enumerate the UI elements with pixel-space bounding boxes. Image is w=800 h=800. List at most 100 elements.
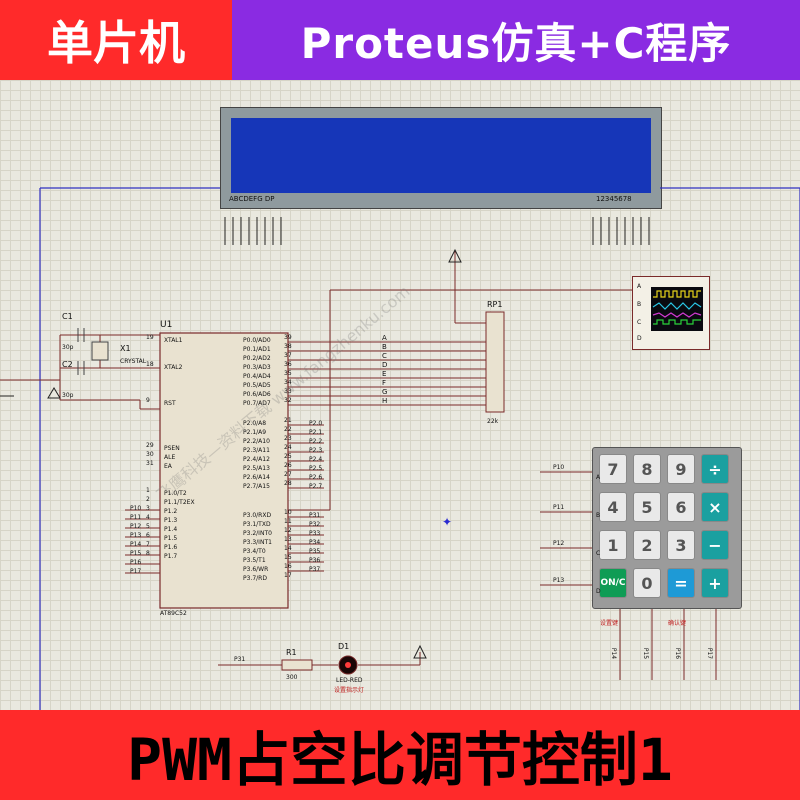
pin-label: P3.5/T1 (243, 557, 266, 564)
pin-label: P3.6/WR (243, 566, 269, 573)
pin-number: 36 (284, 361, 292, 368)
rp1-ref: RP1 (487, 300, 503, 309)
bus-label: C (382, 352, 387, 360)
pin-label: P1.0/T2 (164, 490, 187, 497)
net-label: P35 (309, 548, 321, 555)
pin-number: 7 (146, 541, 150, 548)
key-6[interactable]: 6 (667, 492, 695, 522)
keypad-col-net: P17 (706, 647, 714, 660)
net-label: P2.1 (309, 429, 323, 436)
key-equals[interactable]: = (667, 568, 695, 598)
pin-label: P0.1/AD1 (243, 346, 271, 353)
lcd-display: ABCDEFG DP 12345678 (220, 107, 662, 209)
key-on-clear[interactable]: ON/C (599, 568, 627, 598)
key-2[interactable]: 2 (633, 530, 661, 560)
c1-label: C1 (62, 312, 73, 321)
keypad-row-net: P12 (553, 540, 565, 547)
bus-label: F (382, 379, 387, 387)
pin-number: 23 (284, 435, 292, 442)
net-label: P2.3 (309, 447, 323, 454)
key-0[interactable]: 0 (633, 568, 661, 598)
pin-number: 18 (146, 361, 154, 368)
net-label: P12 (130, 523, 142, 530)
net-label: P14 (130, 541, 142, 548)
p3-net-labels: P31 P32 P33 P34 P35 P36 P37 (309, 511, 320, 574)
pin-label: P2.1/A9 (243, 429, 267, 436)
pin-number: 2 (146, 496, 150, 503)
top-banner: 单片机 Proteus仿真+C程序 (0, 0, 800, 80)
key-8[interactable]: 8 (633, 454, 661, 484)
pin-label: P3.0/RXD (243, 512, 272, 519)
c1-value: 30p (62, 344, 74, 351)
keypad-row-net: P10 (553, 464, 565, 471)
footer-title: PWM占空比调节控制1 (0, 710, 800, 800)
keypad-row-label: C (596, 550, 601, 557)
pin-label: XTAL2 (164, 364, 183, 371)
key-4[interactable]: 4 (599, 492, 627, 522)
bus-label: A (382, 334, 387, 342)
pin-number: 17 (284, 572, 292, 579)
pin-number: 32 (284, 397, 292, 404)
pin-number: 27 (284, 471, 292, 478)
schematic-wires: ✦ (0, 187, 800, 710)
net-label: P11 (130, 514, 142, 521)
oscilloscope[interactable]: A B C D (632, 276, 710, 350)
key-9[interactable]: 9 (667, 454, 695, 484)
key-divide[interactable]: ÷ (701, 454, 729, 484)
pin-number: 4 (146, 514, 150, 521)
key-7[interactable]: 7 (599, 454, 627, 484)
net-label: P36 (309, 557, 321, 564)
schematic-canvas[interactable]: ABCDEFG DP 12345678 (0, 80, 800, 710)
bus-label: G (382, 388, 388, 396)
pin-number: 11 (284, 518, 292, 525)
keypad-row-label: B (596, 512, 601, 519)
bus-labels: A B C D E F G H (382, 334, 387, 406)
mcu-left-pins: XTAL1 XTAL2 RST PSEN ALE EA P1.0/T2 P1.1… (164, 336, 195, 561)
pin-label: P0.5/AD5 (243, 382, 271, 389)
pin-number: 1 (146, 487, 150, 494)
pin-label: P1.4 (164, 526, 178, 533)
p2-net-labels: P2.0 P2.1 P2.2 P2.3 P2.4 P2.5 P2.6 P2.7 (309, 419, 322, 491)
pin-label: P3.4/T0 (243, 548, 266, 555)
net-label: P2.4 (309, 456, 323, 463)
pin-label: ALE (164, 454, 176, 461)
keypad-row-label: D (596, 588, 601, 595)
pin-label: P0.3/AD3 (243, 364, 271, 371)
lcd-left-caption: ABCDEFG DP (229, 195, 275, 203)
d1-part: LED-RED (336, 677, 363, 684)
bus-label: H (382, 397, 388, 405)
keypad-col-net: P14 (610, 647, 618, 660)
pin-number: 3 (146, 505, 150, 512)
keypad-row-net: P13 (553, 577, 565, 584)
keypad-note-set: 设置键 (600, 620, 619, 627)
key-multiply[interactable]: × (701, 492, 729, 522)
mcu-ref: U1 (160, 320, 173, 330)
pin-label: P1.5 (164, 535, 178, 542)
pin-label: P3.7/RD (243, 575, 267, 582)
pin-number: 34 (284, 379, 292, 386)
key-plus[interactable]: + (701, 568, 729, 598)
pin-label: P2.0/A8 (243, 420, 267, 427)
pin-number: 8 (146, 550, 150, 557)
oscilloscope-waveform (652, 290, 702, 325)
key-3[interactable]: 3 (667, 530, 695, 560)
c2-label: C2 (62, 360, 73, 369)
rp1-value: 22k (487, 418, 499, 425)
pin-number: 39 (284, 334, 292, 341)
mcu-right-pins: P0.0/AD0 P0.1/AD1 P0.2/AD2 P0.3/AD3 P0.4… (243, 336, 272, 583)
bus-label: D (382, 361, 388, 369)
key-5[interactable]: 5 (633, 492, 661, 522)
pin-label: P2.3/A11 (243, 447, 270, 454)
key-1[interactable]: 1 (599, 530, 627, 560)
keypad-col-net: P16 (674, 647, 682, 660)
d1-note: 设置指示灯 (334, 687, 365, 694)
net-label: P15 (130, 550, 142, 557)
pin-number: 16 (284, 563, 292, 570)
pin-label: P1.7 (164, 553, 178, 560)
key-minus[interactable]: − (701, 530, 729, 560)
bus-label: B (382, 343, 387, 351)
pin-number: 37 (284, 352, 292, 359)
d1-ref: D1 (338, 642, 350, 651)
r1-value: 300 (286, 674, 298, 681)
pin-label: P3.1/TXD (243, 521, 271, 528)
